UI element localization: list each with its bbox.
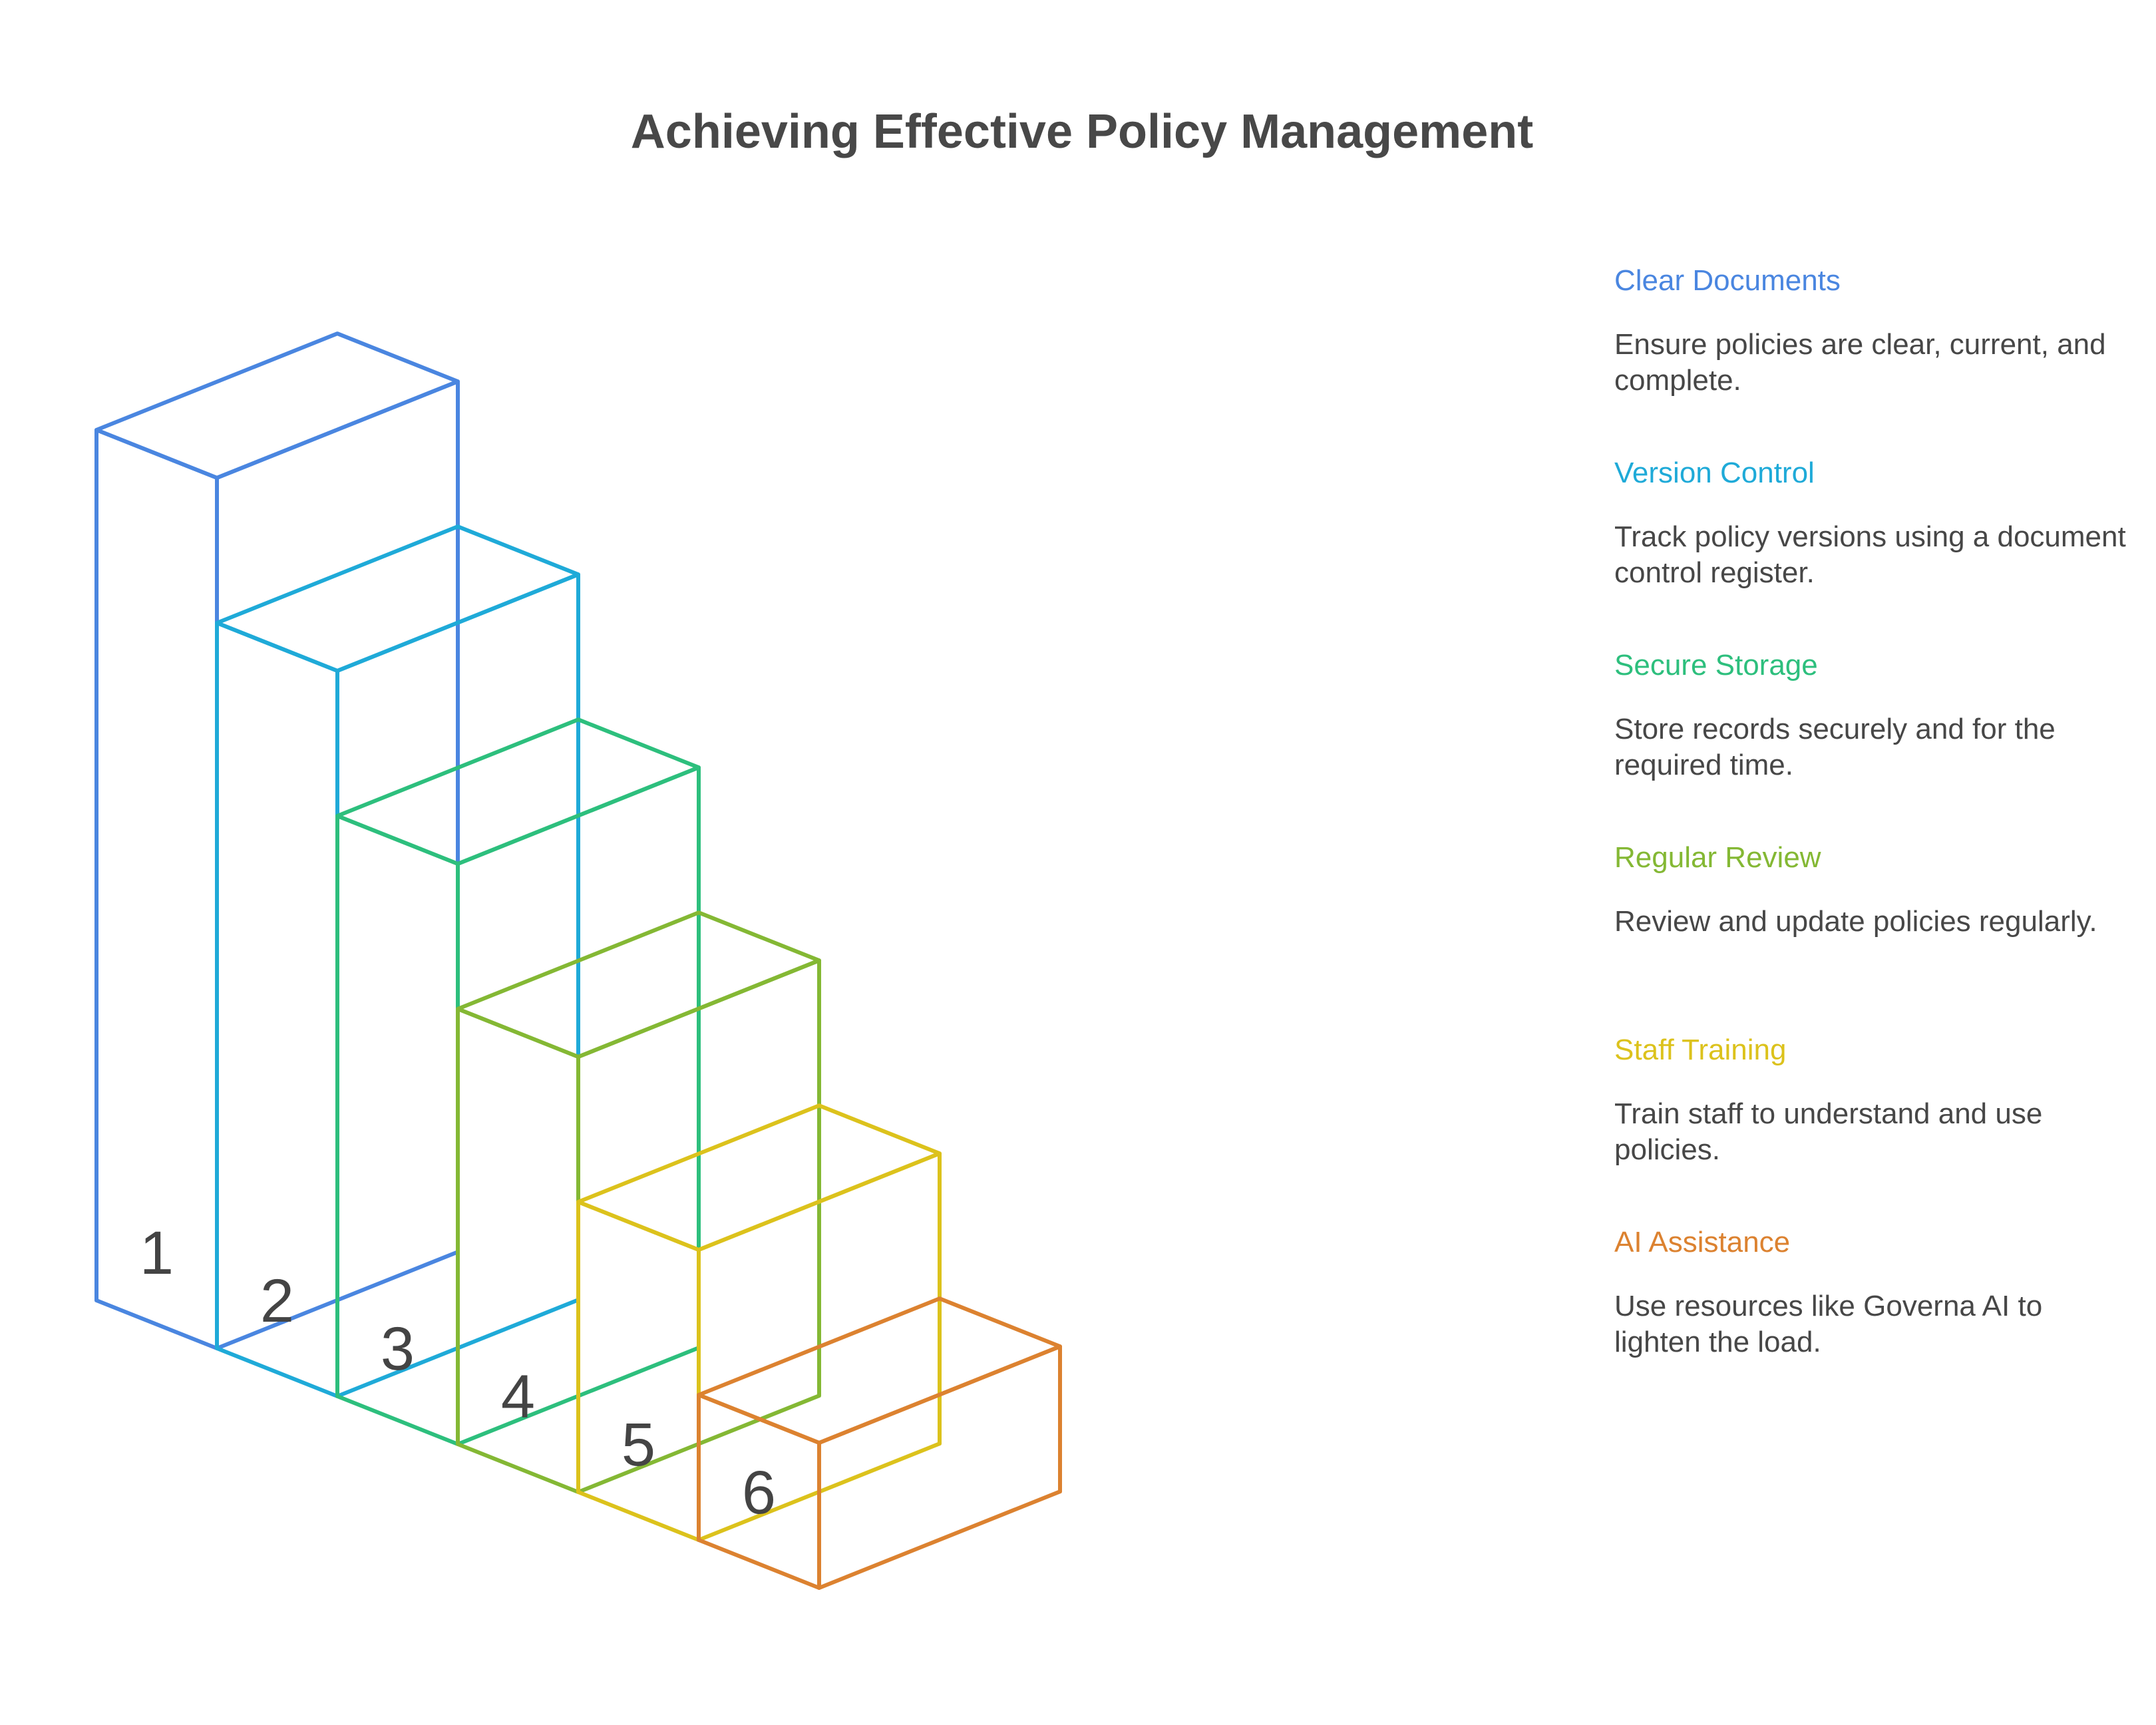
legend-description-regular-review: Review and update policies regularly.: [1614, 905, 2097, 938]
legend-title-secure-storage: Secure Storage: [1614, 649, 1818, 681]
legend-item-ai-assistance: AI Assistance Use resources like Governa…: [1614, 1223, 2133, 1415]
legend-item-regular-review: Regular Review Review and update policie…: [1614, 838, 2133, 1030]
step-side-face: [817, 1344, 1062, 1590]
legend-title-staff-training: Staff Training: [1614, 1034, 1787, 1066]
staircase-steps: 1 2 3 4 5 6: [94, 331, 1062, 1590]
legend-title-ai-assistance: AI Assistance: [1614, 1226, 1791, 1258]
step-top-face: [94, 331, 460, 480]
step-top-face: [215, 524, 580, 673]
step-secure-storage: 3: [335, 717, 701, 1446]
legend-title-version-control: Version Control: [1614, 457, 1815, 489]
step-top-face: [335, 717, 701, 866]
legend-description-clear-documents: Ensure policies are clear, current, and …: [1614, 328, 2106, 397]
step-legend: Clear Documents Ensure policies are clea…: [1614, 261, 2133, 1415]
step-front-face: [94, 428, 219, 1350]
legend-description-version-control: Track policy versions using a document c…: [1614, 520, 2126, 589]
step-version-control: 2: [215, 524, 580, 1398]
legend-item-version-control: Version Control Track policy versions us…: [1614, 453, 2133, 646]
legend-title-regular-review: Regular Review: [1614, 841, 1821, 874]
step-number-ai-assistance: 6: [742, 1459, 776, 1527]
step-regular-review: 4: [456, 910, 821, 1494]
legend-description-secure-storage: Store records securely and for the requi…: [1614, 713, 2056, 781]
legend-item-secure-storage: Secure Storage Store records securely an…: [1614, 646, 2133, 838]
legend-description-ai-assistance: Use resources like Governa AI to lighten…: [1614, 1290, 2043, 1358]
legend-title-clear-documents: Clear Documents: [1614, 264, 1841, 297]
step-ai-assistance: 6: [697, 1296, 1062, 1590]
legend-item-staff-training: Staff Training Train staff to understand…: [1614, 1030, 2133, 1223]
legend-description-staff-training: Train staff to understand and use polici…: [1614, 1097, 2043, 1166]
step-top-face: [456, 910, 821, 1059]
step-top-face: [576, 1103, 942, 1252]
step-number-staff-training: 5: [622, 1411, 655, 1479]
diagram-title: Achieving Effective Policy Management: [631, 105, 1533, 158]
legend-item-clear-documents: Clear Documents Ensure policies are clea…: [1614, 261, 2133, 453]
step-number-clear-documents: 1: [140, 1219, 174, 1287]
step-number-regular-review: 4: [501, 1363, 535, 1431]
step-number-version-control: 2: [260, 1267, 294, 1335]
step-number-secure-storage: 3: [381, 1315, 415, 1383]
